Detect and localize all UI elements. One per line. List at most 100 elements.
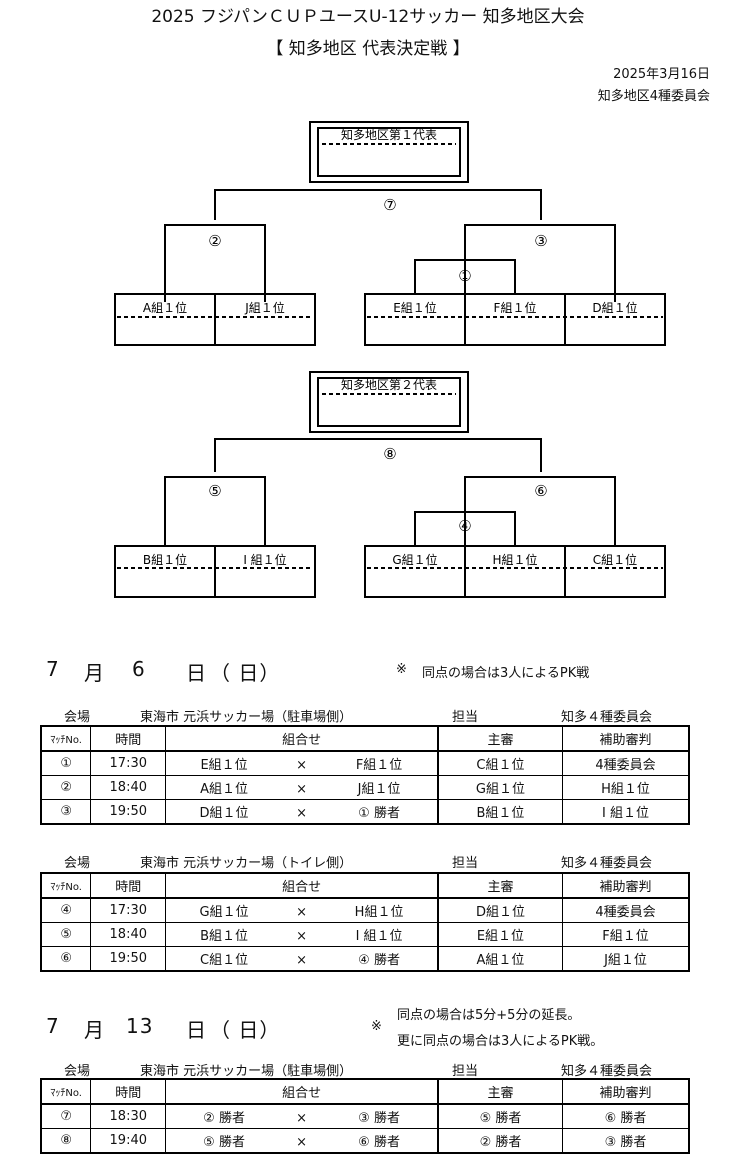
referee: C組１位	[437, 750, 563, 776]
day-1-note-mark: ※	[396, 662, 407, 677]
bracket-1-team: J組１位	[244, 300, 285, 315]
schedule-table-1: ﾏｯﾁNo. 時間 組合せ 主審 補助審判 ① 17:30 E組１位×F組１位 …	[40, 725, 690, 825]
referee-header: 主審	[437, 872, 563, 899]
vs-mark: ×	[296, 1135, 308, 1150]
home-team: E組１位	[200, 758, 248, 773]
in-charge-label: 担当	[452, 1064, 479, 1079]
committee-label: 知多４種委員会	[561, 710, 653, 725]
table-header-row: ﾏｯﾁNo. 時間 組合せ 主審 補助審判	[40, 872, 690, 899]
venue-label: 会場	[64, 856, 91, 871]
assistant: 4種委員会	[561, 897, 690, 923]
bracket-2-team: C組１位	[593, 552, 637, 567]
away-team: ⑥ 勝者	[358, 1135, 400, 1150]
home-team: A組１位	[200, 782, 249, 797]
match-no: ⑧	[40, 1128, 92, 1154]
pairing-cell: ⑤ 勝者 × ⑥ 勝者	[165, 1128, 439, 1154]
away-team: ③ 勝者	[358, 1111, 400, 1126]
vs-mark: ×	[296, 929, 308, 944]
table-row: ⑤ 18:40 B組１位×I 組１位 E組１位 F組１位	[40, 922, 690, 947]
time-header: 時間	[90, 1078, 167, 1105]
table-row: ⑧ 19:40 ⑤ 勝者×⑥ 勝者 ② 勝者 ③ 勝者	[40, 1128, 690, 1154]
bracket-2-team: G組１位	[392, 552, 437, 567]
assistant: ⑥ 勝者	[561, 1103, 690, 1129]
referee: E組１位	[437, 922, 563, 947]
match-no: ⑥	[40, 946, 92, 972]
document-title: 2025 フジパンＣＵＰユースU-12サッカー 知多地区大会	[151, 7, 585, 27]
home-team: C組１位	[200, 953, 249, 968]
table-row: ⑥ 19:50 C組１位×④ 勝者 A組１位 J組１位	[40, 946, 690, 972]
in-charge-label: 担当	[452, 856, 479, 871]
vs-mark: ×	[296, 953, 308, 968]
kickoff-time: 18:40	[90, 775, 167, 800]
kickoff-time: 19:50	[90, 946, 167, 972]
assistant-header: 補助審判	[561, 725, 690, 752]
assistant: 4種委員会	[561, 750, 690, 776]
bracket-2-team: H組１位	[492, 552, 537, 567]
assistant: F組１位	[561, 922, 690, 947]
home-team: D組１位	[199, 806, 249, 821]
day-1-weekday: （ 日）	[210, 661, 281, 685]
assistant-header: 補助審判	[561, 1078, 690, 1105]
vs-mark: ×	[296, 782, 308, 797]
bracket-2-team: B組１位	[143, 552, 187, 567]
table-row: ① 17:30 E組１位×F組１位 C組１位 4種委員会	[40, 750, 690, 776]
venue-label: 会場	[64, 710, 91, 725]
pairing-cell: C組１位×④ 勝者	[165, 946, 439, 972]
bracket-2: 知多地区第２代表 ⑧ ⑤ ⑥ ④ B組１位 I 組１位 G組１位 H組１位 C組…	[114, 371, 666, 598]
pairing-header: 組合せ	[165, 872, 439, 899]
pairing-header: 組合せ	[165, 1078, 439, 1105]
home-team: G組１位	[199, 905, 249, 920]
issuing-organization: 知多地区4種委員会	[597, 89, 710, 104]
away-team: J組１位	[357, 782, 401, 797]
day-2-weekday: （ 日）	[210, 1018, 281, 1042]
day-1-day: 6	[132, 657, 146, 681]
home-team: ⑤ 勝者	[203, 1135, 245, 1150]
day-2-day: 13	[126, 1014, 154, 1038]
match-no-header: ﾏｯﾁNo.	[40, 872, 92, 899]
table-header-row: ﾏｯﾁNo. 時間 組合せ 主審 補助審判	[40, 1078, 690, 1105]
bracket-2-match-right: ⑥	[534, 482, 547, 500]
committee-label: 知多４種委員会	[561, 856, 653, 871]
kickoff-time: 19:40	[90, 1128, 167, 1154]
day-2-note-mark: ※	[371, 1019, 382, 1034]
match-no: ⑤	[40, 922, 92, 947]
day-2-month: 7	[46, 1014, 60, 1038]
bracket-2-match-left: ⑤	[208, 482, 221, 500]
venue-name: 東海市 元浜サッカー場（駐車場側）	[140, 1064, 353, 1079]
bracket-2-team: I 組１位	[243, 552, 286, 567]
day-2-note-1: 同点の場合は5分+5分の延長。	[397, 1008, 581, 1023]
kickoff-time: 18:30	[90, 1103, 167, 1129]
bracket-1-team: A組１位	[143, 300, 187, 315]
pairing-cell: ② 勝者 × ③ 勝者	[165, 1103, 439, 1129]
pairing-cell: E組１位 × F組１位	[165, 750, 439, 776]
bracket-1-team: E組１位	[393, 300, 437, 315]
pairing-cell: B組１位×I 組１位	[165, 922, 439, 947]
match-no-header: ﾏｯﾁNo.	[40, 725, 92, 752]
kickoff-time: 19:50	[90, 799, 167, 825]
assistant: J組１位	[561, 946, 690, 972]
away-team: H組１位	[354, 905, 404, 920]
table-row: ④ 17:30 G組１位×H組１位 D組１位 4種委員会	[40, 897, 690, 923]
away-team: F組１位	[355, 758, 403, 773]
match-no: ④	[40, 897, 92, 923]
day-1-month: 7	[46, 657, 60, 681]
day-2-month-unit: 月	[84, 1018, 105, 1042]
bracket-1-team: D組１位	[592, 300, 637, 315]
day-1-note: 同点の場合は3人によるPK戦	[422, 666, 590, 681]
assistant: I 組１位	[561, 799, 690, 825]
home-team: ② 勝者	[203, 1111, 245, 1126]
schedule-table-2: ﾏｯﾁNo. 時間 組合せ 主審 補助審判 ④ 17:30 G組１位×H組１位 …	[40, 872, 690, 972]
vs-mark: ×	[296, 1111, 308, 1126]
table-row: ② 18:40 A組１位×J組１位 G組１位 H組１位	[40, 775, 690, 800]
table-header-row: ﾏｯﾁNo. 時間 組合せ 主審 補助審判	[40, 725, 690, 752]
vs-mark: ×	[296, 758, 308, 773]
away-team: ① 勝者	[358, 806, 400, 821]
bracket-1-match-right: ③	[534, 232, 547, 250]
match-no: ②	[40, 775, 92, 800]
referee: D組１位	[437, 897, 563, 923]
day-1-month-unit: 月	[84, 661, 105, 685]
referee: ⑤ 勝者	[437, 1103, 563, 1129]
home-team: B組１位	[200, 929, 249, 944]
bracket-2-match-top: ⑧	[383, 445, 396, 463]
venue-name: 東海市 元浜サッカー場（駐車場側）	[140, 710, 353, 725]
